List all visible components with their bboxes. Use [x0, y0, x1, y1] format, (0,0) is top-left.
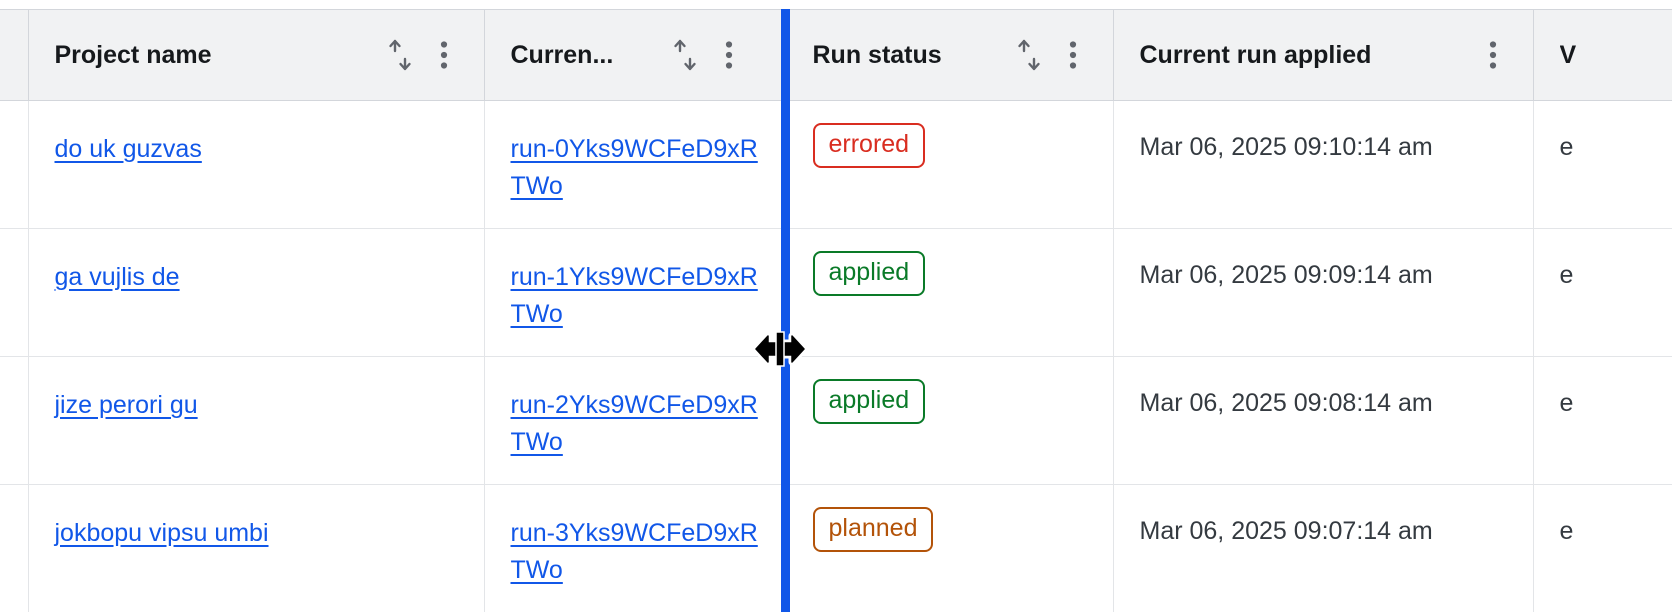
version-text: e: [1559, 133, 1574, 161]
cell-version: e: [1533, 228, 1672, 357]
column-header-label-version: V: [1559, 40, 1577, 69]
cell-current-run-applied: Mar 06, 2025 09:09:14 am: [1113, 228, 1534, 357]
header-row: Project name: [0, 9, 1672, 101]
cell-version: e: [1533, 356, 1672, 485]
project-name-link[interactable]: jokbopu vipsu umbi: [54, 519, 269, 547]
cell-current-run-applied: Mar 06, 2025 09:07:14 am: [1113, 484, 1534, 612]
kebab-menu-icon[interactable]: [422, 33, 466, 77]
row-select-cell: [0, 100, 29, 229]
status-badge: planned: [812, 507, 934, 552]
sort-icon[interactable]: [378, 33, 422, 77]
table-body: do uk guzvas run-0Yks9WCFeD9xRTWo errore…: [0, 100, 1672, 612]
column-header-project-name[interactable]: Project name: [28, 9, 485, 101]
kebab-menu-icon[interactable]: [707, 33, 751, 77]
column-header-current-run[interactable]: Curren...: [484, 9, 787, 101]
cell-project-name: do uk guzvas: [28, 100, 485, 229]
table-row[interactable]: do uk guzvas run-0Yks9WCFeD9xRTWo errore…: [0, 100, 1672, 229]
status-badge: applied: [812, 251, 926, 296]
table-row[interactable]: ga vujlis de run-1Yks9WCFeD9xRTWo applie…: [0, 228, 1672, 357]
current-run-link[interactable]: run-3Yks9WCFeD9xRTWo: [510, 519, 758, 584]
cell-version: e: [1533, 484, 1672, 612]
version-text: e: [1559, 517, 1574, 545]
projects-table: Project name: [0, 9, 1672, 612]
column-header-run-status[interactable]: Run status: [786, 9, 1114, 101]
current-run-link[interactable]: run-2Yks9WCFeD9xRTWo: [510, 391, 758, 456]
status-badge: errored: [812, 123, 926, 168]
column-header-select: [0, 9, 29, 101]
cell-project-name: jokbopu vipsu umbi: [28, 484, 485, 612]
applied-timestamp: Mar 06, 2025 09:09:14 am: [1139, 261, 1433, 289]
project-name-link[interactable]: do uk guzvas: [54, 135, 202, 163]
project-name-link[interactable]: jize perori gu: [54, 391, 198, 419]
status-badge: applied: [812, 379, 926, 424]
column-header-label-current-run: Curren...: [510, 40, 614, 69]
row-select-cell: [0, 356, 29, 485]
table-row[interactable]: jokbopu vipsu umbi run-3Yks9WCFeD9xRTWo …: [0, 484, 1672, 612]
applied-timestamp: Mar 06, 2025 09:07:14 am: [1139, 517, 1433, 545]
cell-run-status: applied: [786, 228, 1114, 357]
sort-icon[interactable]: [663, 33, 707, 77]
cell-run-status: errored: [786, 100, 1114, 229]
applied-timestamp: Mar 06, 2025 09:10:14 am: [1139, 133, 1433, 161]
kebab-menu-icon[interactable]: [1471, 33, 1515, 77]
cell-current-run-applied: Mar 06, 2025 09:08:14 am: [1113, 356, 1534, 485]
sort-icon[interactable]: [1007, 33, 1051, 77]
cell-run-status: applied: [786, 356, 1114, 485]
table-row[interactable]: jize perori gu run-2Yks9WCFeD9xRTWo appl…: [0, 356, 1672, 485]
kebab-menu-icon[interactable]: [1051, 33, 1095, 77]
cell-current-run: run-3Yks9WCFeD9xRTWo: [484, 484, 787, 612]
column-header-label-run-status: Run status: [812, 40, 942, 69]
column-header-label-current-run-applied: Current run applied: [1139, 40, 1372, 69]
cell-version: e: [1533, 100, 1672, 229]
project-name-link[interactable]: ga vujlis de: [54, 263, 180, 291]
cell-current-run-applied: Mar 06, 2025 09:10:14 am: [1113, 100, 1534, 229]
version-text: e: [1559, 261, 1574, 289]
column-header-version[interactable]: V: [1533, 9, 1672, 101]
cell-project-name: ga vujlis de: [28, 228, 485, 357]
row-select-cell: [0, 484, 29, 612]
cell-current-run: run-0Yks9WCFeD9xRTWo: [484, 100, 787, 229]
applied-timestamp: Mar 06, 2025 09:08:14 am: [1139, 389, 1433, 417]
row-select-cell: [0, 228, 29, 357]
column-header-current-run-applied[interactable]: Current run applied: [1113, 9, 1534, 101]
column-header-label-project-name: Project name: [54, 40, 212, 69]
current-run-link[interactable]: run-0Yks9WCFeD9xRTWo: [510, 135, 758, 200]
version-text: e: [1559, 389, 1574, 417]
cell-current-run: run-2Yks9WCFeD9xRTWo: [484, 356, 787, 485]
cell-current-run: run-1Yks9WCFeD9xRTWo: [484, 228, 787, 357]
current-run-link[interactable]: run-1Yks9WCFeD9xRTWo: [510, 263, 758, 328]
table-header: Project name: [0, 9, 1672, 101]
cell-project-name: jize perori gu: [28, 356, 485, 485]
cell-run-status: planned: [786, 484, 1114, 612]
